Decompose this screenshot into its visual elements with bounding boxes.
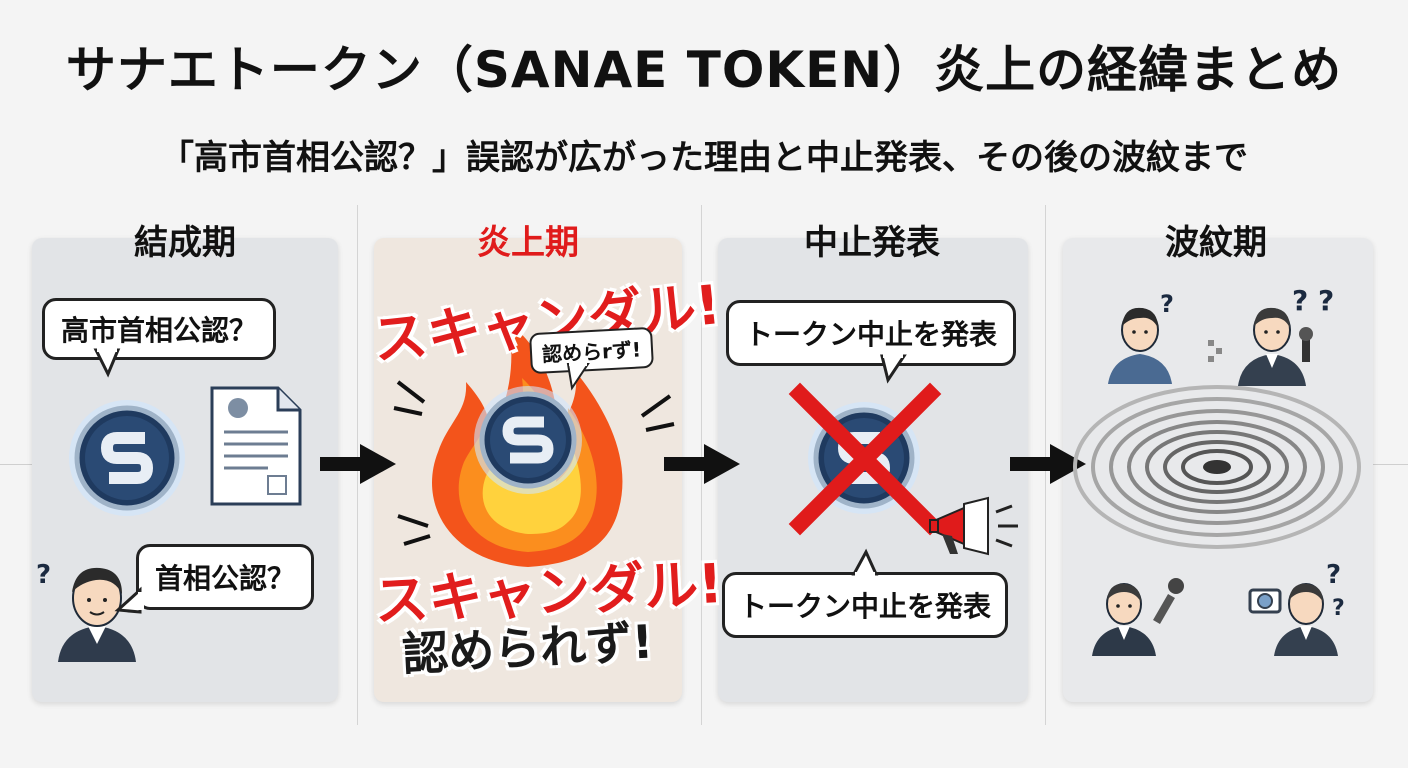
question-mark: ? [1160,290,1174,318]
speech-bubble-cancel-announce-2: トークン中止を発表 [722,572,1009,638]
camera-person-avatar [1248,583,1338,656]
megaphone-icon [929,496,1018,556]
bubble-tail [93,347,121,378]
document-icon [210,386,302,506]
ripple-icon [1073,385,1361,549]
stage-title-formation: 結成期 [134,223,236,263]
bubble-text: 高市首相公認？ [61,314,258,347]
bubble-text: 認めらrず! [541,337,642,367]
bubble-tail [851,548,879,578]
speech-bubble-pm-approval: 首相公認？ [136,544,315,610]
right-arrow-icon [664,444,740,484]
sanae-token-coin-icon [474,386,582,494]
bubble-text: トークン中止を発表 [745,318,998,351]
burst-lines [393,380,426,416]
speech-bubble-approval-question: 高市首相公認？ [42,298,277,360]
reporter-avatar [1238,307,1313,386]
bubble-text: 首相公認？ [155,562,296,595]
bubble-text: トークン中止を発表 [739,590,992,623]
stage-title-cancel: 中止発表 [804,223,940,263]
page-subtitle: 「高市首相公認？」誤認が広がった理由と中止発表、その後の波紋まで [160,138,1248,178]
bubble-tail [566,361,590,391]
bubble-tail [114,586,144,614]
burst-lines [640,394,675,432]
question-mark: ? [36,560,52,590]
question-mark: ? ? [1292,284,1335,317]
right-arrow-icon [1010,444,1086,484]
denied-label: 認められず! [400,614,655,682]
stage-title-ripple: 波紋期 [1165,223,1267,263]
question-mark: ? [1326,560,1342,590]
reporter-avatar [1092,578,1184,656]
stage-title-flaming: 炎上期 [477,223,579,263]
speech-bubble-cancel-announce: トークン中止を発表 [726,300,1017,366]
question-mark: ? [1332,596,1345,621]
person-avatar [58,567,136,662]
page-title: サナエトークン（SANAE TOKEN）炎上の経緯まとめ [65,41,1343,99]
burst-lines [397,514,431,546]
sanae-token-coin-icon [69,400,185,516]
person-reaction-avatar [1108,307,1172,384]
bubble-tail [880,353,907,384]
ellipsis-dots [1208,340,1222,362]
red-x-icon [788,382,942,536]
right-arrow-icon [320,444,396,484]
